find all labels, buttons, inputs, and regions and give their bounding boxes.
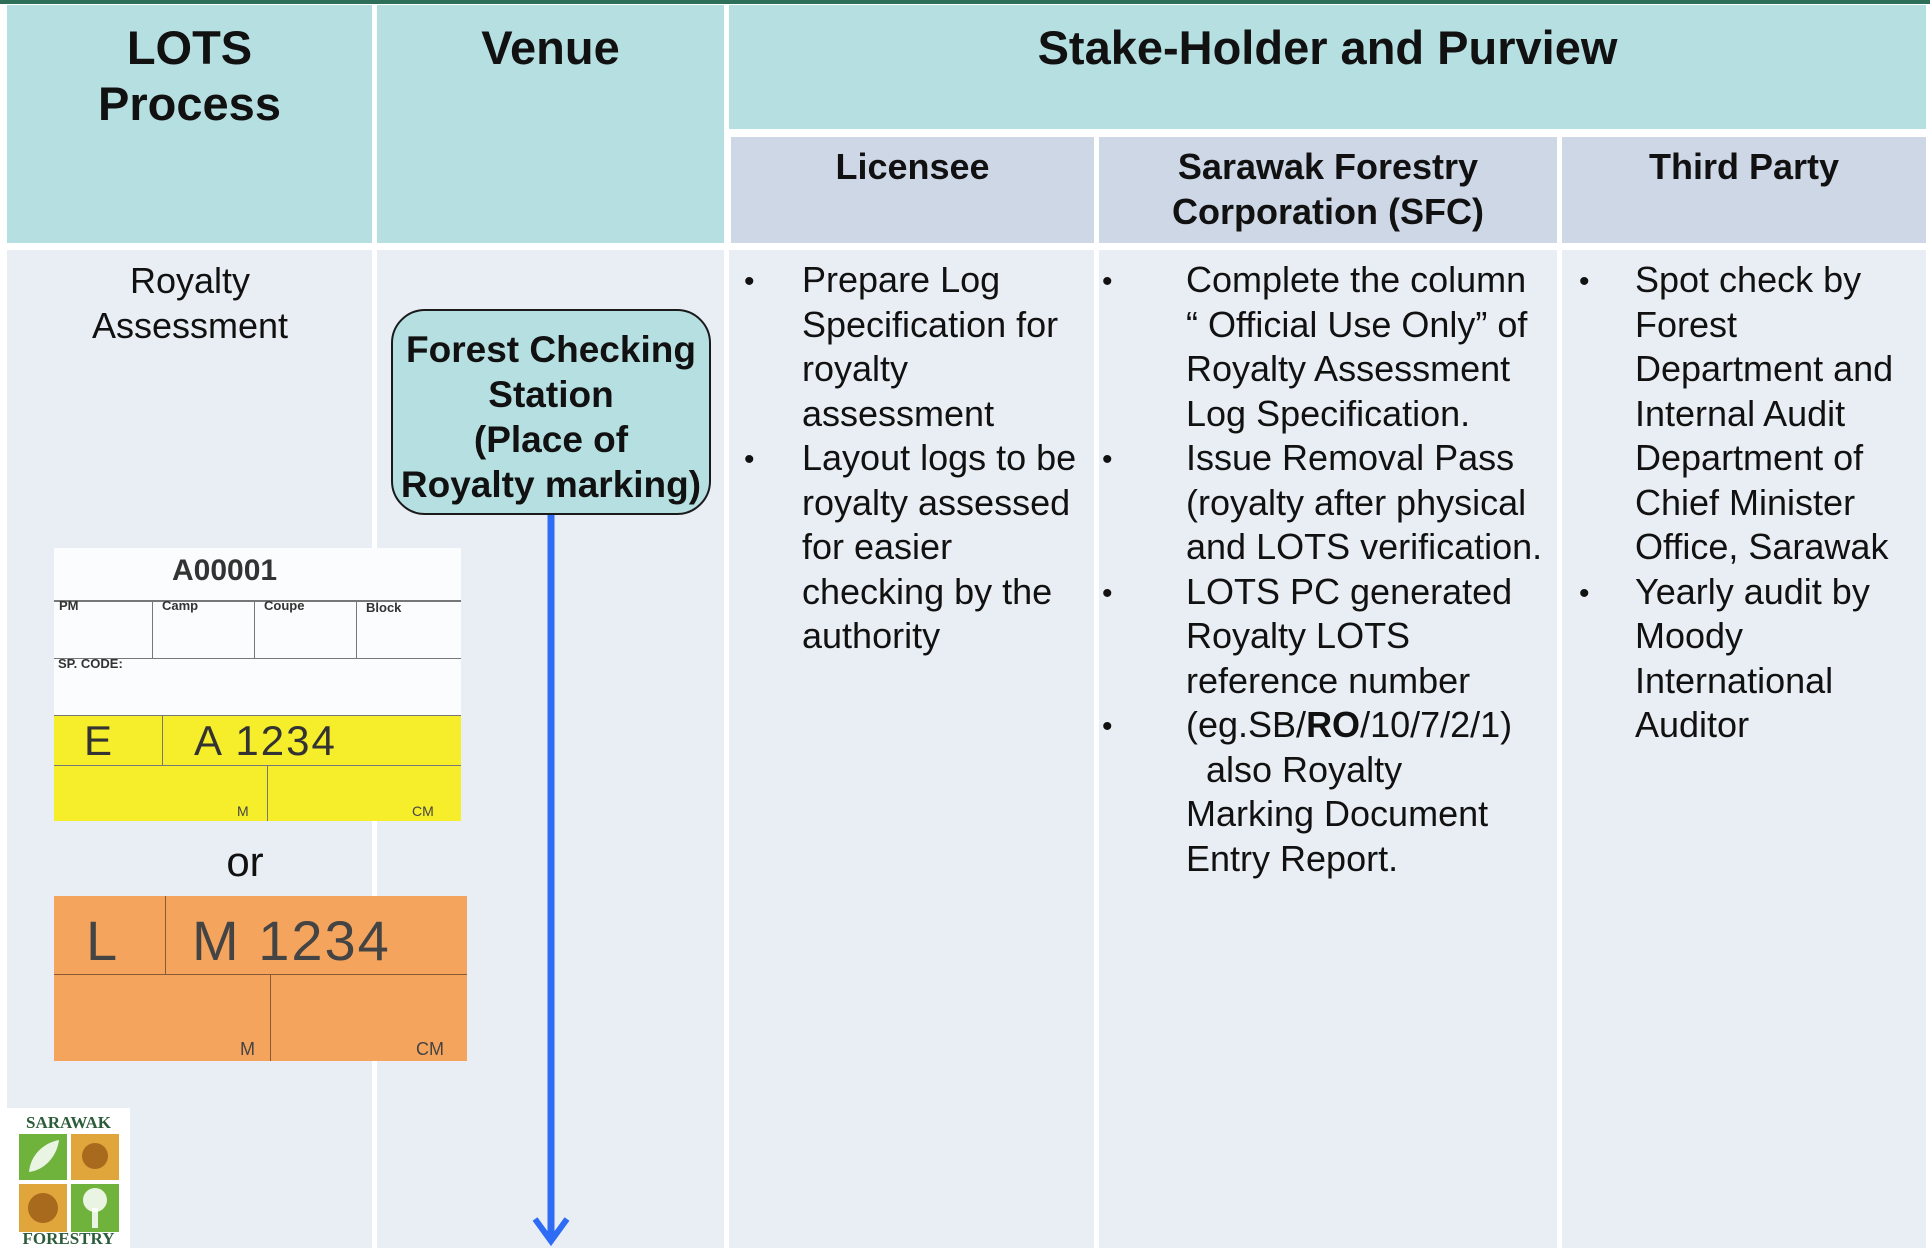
- header-stakeholder-cell: Stake-Holder and Purview: [729, 5, 1926, 129]
- tag-yellow-number: A 1234: [194, 717, 337, 764]
- header-venue-title: Venue: [481, 21, 620, 74]
- header-venue-cell: Venue: [377, 5, 724, 243]
- subheader-licensee: Licensee: [835, 146, 990, 187]
- licensee-list: Prepare Log Specification for royalty as…: [744, 258, 1092, 659]
- tag-col-camp: Camp: [162, 598, 199, 613]
- sfc-example-bold: RO: [1306, 704, 1361, 745]
- logo-emblem-icon: [19, 1134, 119, 1232]
- third-party-list: Spot check by Forest Department and Inte…: [1579, 258, 1925, 748]
- process-label: Royalty Assessment: [91, 260, 289, 346]
- third-party-item-2: Yearly audit by Moody International Audi…: [1579, 570, 1925, 748]
- royalty-tag-orange: L M 1234 M CM: [54, 896, 467, 1061]
- station-line-2: Station: [488, 374, 614, 415]
- subheader-sfc-cell: Sarawak Forestry Corporation (SFC): [1099, 137, 1557, 243]
- station-line-3: (Place of: [473, 419, 629, 460]
- top-border-line: [0, 0, 1930, 4]
- tag-serial: A00001: [172, 554, 278, 587]
- header-process-title: LOTS Process: [98, 21, 281, 130]
- sfc-example-continuation-2: Marking Document: [1186, 793, 1489, 834]
- sfc-example-suffix: /10/7/2/1): [1360, 704, 1513, 745]
- subheader-sfc-line2: Corporation (SFC): [1172, 191, 1484, 232]
- tag-orange-unit-m: M: [240, 1039, 255, 1059]
- sarawak-forestry-logo: SARAWAK FORESTRY: [7, 1108, 130, 1248]
- subheader-third-party-cell: Third Party: [1562, 137, 1926, 243]
- tag-col-pm: PM: [59, 598, 79, 613]
- station-line-1: Forest Checking: [406, 329, 696, 370]
- tag-col-coupe: Coupe: [264, 598, 305, 613]
- tag-yellow-letter: E: [84, 717, 113, 764]
- sfc-item-2: Issue Removal Pass (royalty after physic…: [1102, 436, 1548, 570]
- royalty-tag-yellow: A00001 PM Camp Coupe Block SP. CODE: E A…: [54, 548, 461, 821]
- sfc-item-3: LOTS PC generated Royalty LOTS reference…: [1102, 570, 1548, 704]
- header-stakeholder-title: Stake-Holder and Purview: [1037, 21, 1618, 74]
- subheader-third-party: Third Party: [1648, 146, 1840, 187]
- tag-orange-letter: L: [86, 909, 118, 972]
- tag-sp-code: SP. CODE:: [58, 656, 123, 671]
- tag-yellow-unit-m: M: [237, 803, 249, 819]
- sfc-item-1: Complete the column “ Official Use Only”…: [1102, 258, 1548, 436]
- forest-checking-station-box: Forest Checking Station (Place of Royalt…: [391, 309, 711, 515]
- logo-top-text: SARAWAK: [25, 1113, 112, 1132]
- sfc-example-continuation: also Royalty: [1206, 748, 1403, 790]
- sfc-example-prefix: (eg.SB/: [1186, 704, 1307, 745]
- or-label: or: [226, 838, 264, 885]
- station-line-4: Royalty marking): [400, 464, 702, 505]
- logo-bottom-text: FORESTRY: [22, 1229, 115, 1248]
- tag-yellow-unit-cm: CM: [412, 803, 434, 819]
- third-party-item-1: Spot check by Forest Department and Inte…: [1579, 258, 1925, 570]
- licensee-item-2: Layout logs to be royalty assessed for e…: [744, 436, 1092, 659]
- subheader-sfc: Sarawak Forestry Corporation (SFC): [1099, 144, 1557, 234]
- subheader-sfc-line1: Sarawak Forestry: [1177, 146, 1479, 187]
- tag-yellow-band: E A 1234 M CM: [54, 715, 461, 821]
- subheader-licensee-cell: Licensee: [731, 137, 1094, 243]
- licensee-item-1: Prepare Log Specification for royalty as…: [744, 258, 1092, 436]
- tag-orange-number: M 1234: [192, 909, 391, 972]
- sfc-list: Complete the column “ Official Use Only”…: [1102, 258, 1548, 881]
- process-flow-arrow-icon: [532, 515, 570, 1247]
- tag-orange-unit-cm: CM: [416, 1039, 444, 1059]
- sfc-example-continuation-3: Entry Report.: [1186, 837, 1399, 879]
- tag-col-block: Block: [366, 600, 402, 615]
- header-process-cell: LOTS Process: [7, 5, 372, 243]
